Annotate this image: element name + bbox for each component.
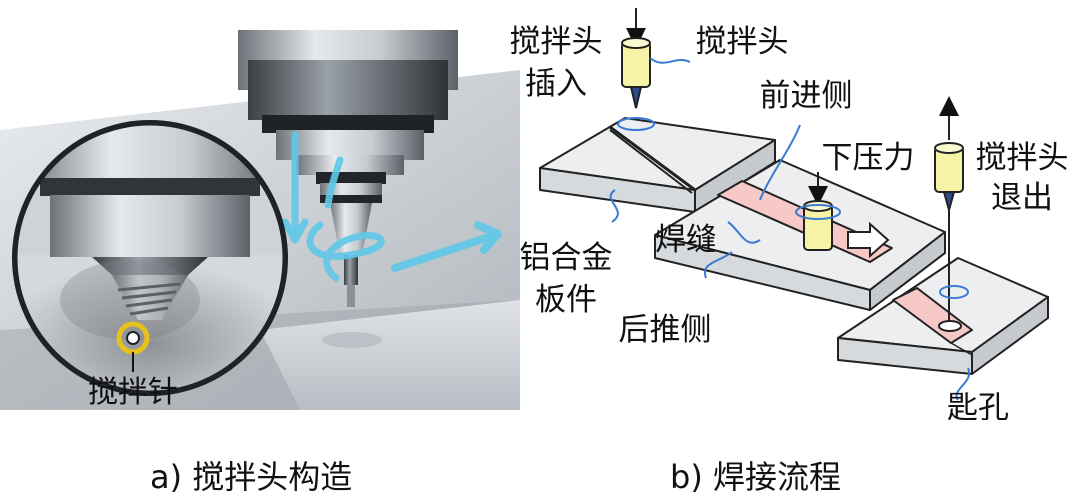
label-advancing-side: 前进侧: [760, 78, 853, 114]
travel-direction-arrow-icon: [847, 221, 890, 259]
caption-a: a) 搅拌头构造: [150, 458, 353, 496]
rotation-arrow-icon: [281, 131, 385, 282]
label-keyhole: 匙孔: [947, 390, 1009, 420]
label-down-force: 下压力: [822, 140, 915, 176]
pin-highlight-ring: [116, 321, 150, 372]
leader-lines: [609, 124, 971, 401]
stir-tool-exit: [934, 96, 969, 332]
label-plate-line2: 板件: [535, 282, 597, 318]
label-tool: 搅拌头: [696, 24, 789, 60]
stir-tool-insert: [617, 8, 691, 131]
label-weld-seam: 焊缝: [655, 222, 717, 258]
label-plate-line1: 铝合金: [520, 240, 613, 276]
label-retreating-side: 后推侧: [619, 312, 712, 348]
label-exit-line2: 退出: [991, 180, 1053, 216]
spindle-body: [238, 30, 458, 307]
label-exit-line1: 搅拌头: [976, 140, 1069, 176]
caption-b: b) 焊接流程: [670, 458, 841, 496]
stir-tool-welding: [795, 172, 890, 259]
welding-process-diagram: 搅拌头 插入 搅拌头 前进侧 下压力 搅拌头 退出 铝合金 板件 焊缝 后推侧 …: [510, 8, 1069, 420]
keyhole-icon: [938, 320, 962, 332]
tool-structure-illustration: 搅拌针: [0, 0, 520, 420]
label-insert-line2: 插入: [525, 66, 587, 102]
label-insert-line1: 搅拌头: [510, 24, 603, 60]
pin-label: 搅拌针: [88, 375, 178, 410]
travel-arrow-icon: [391, 221, 502, 272]
